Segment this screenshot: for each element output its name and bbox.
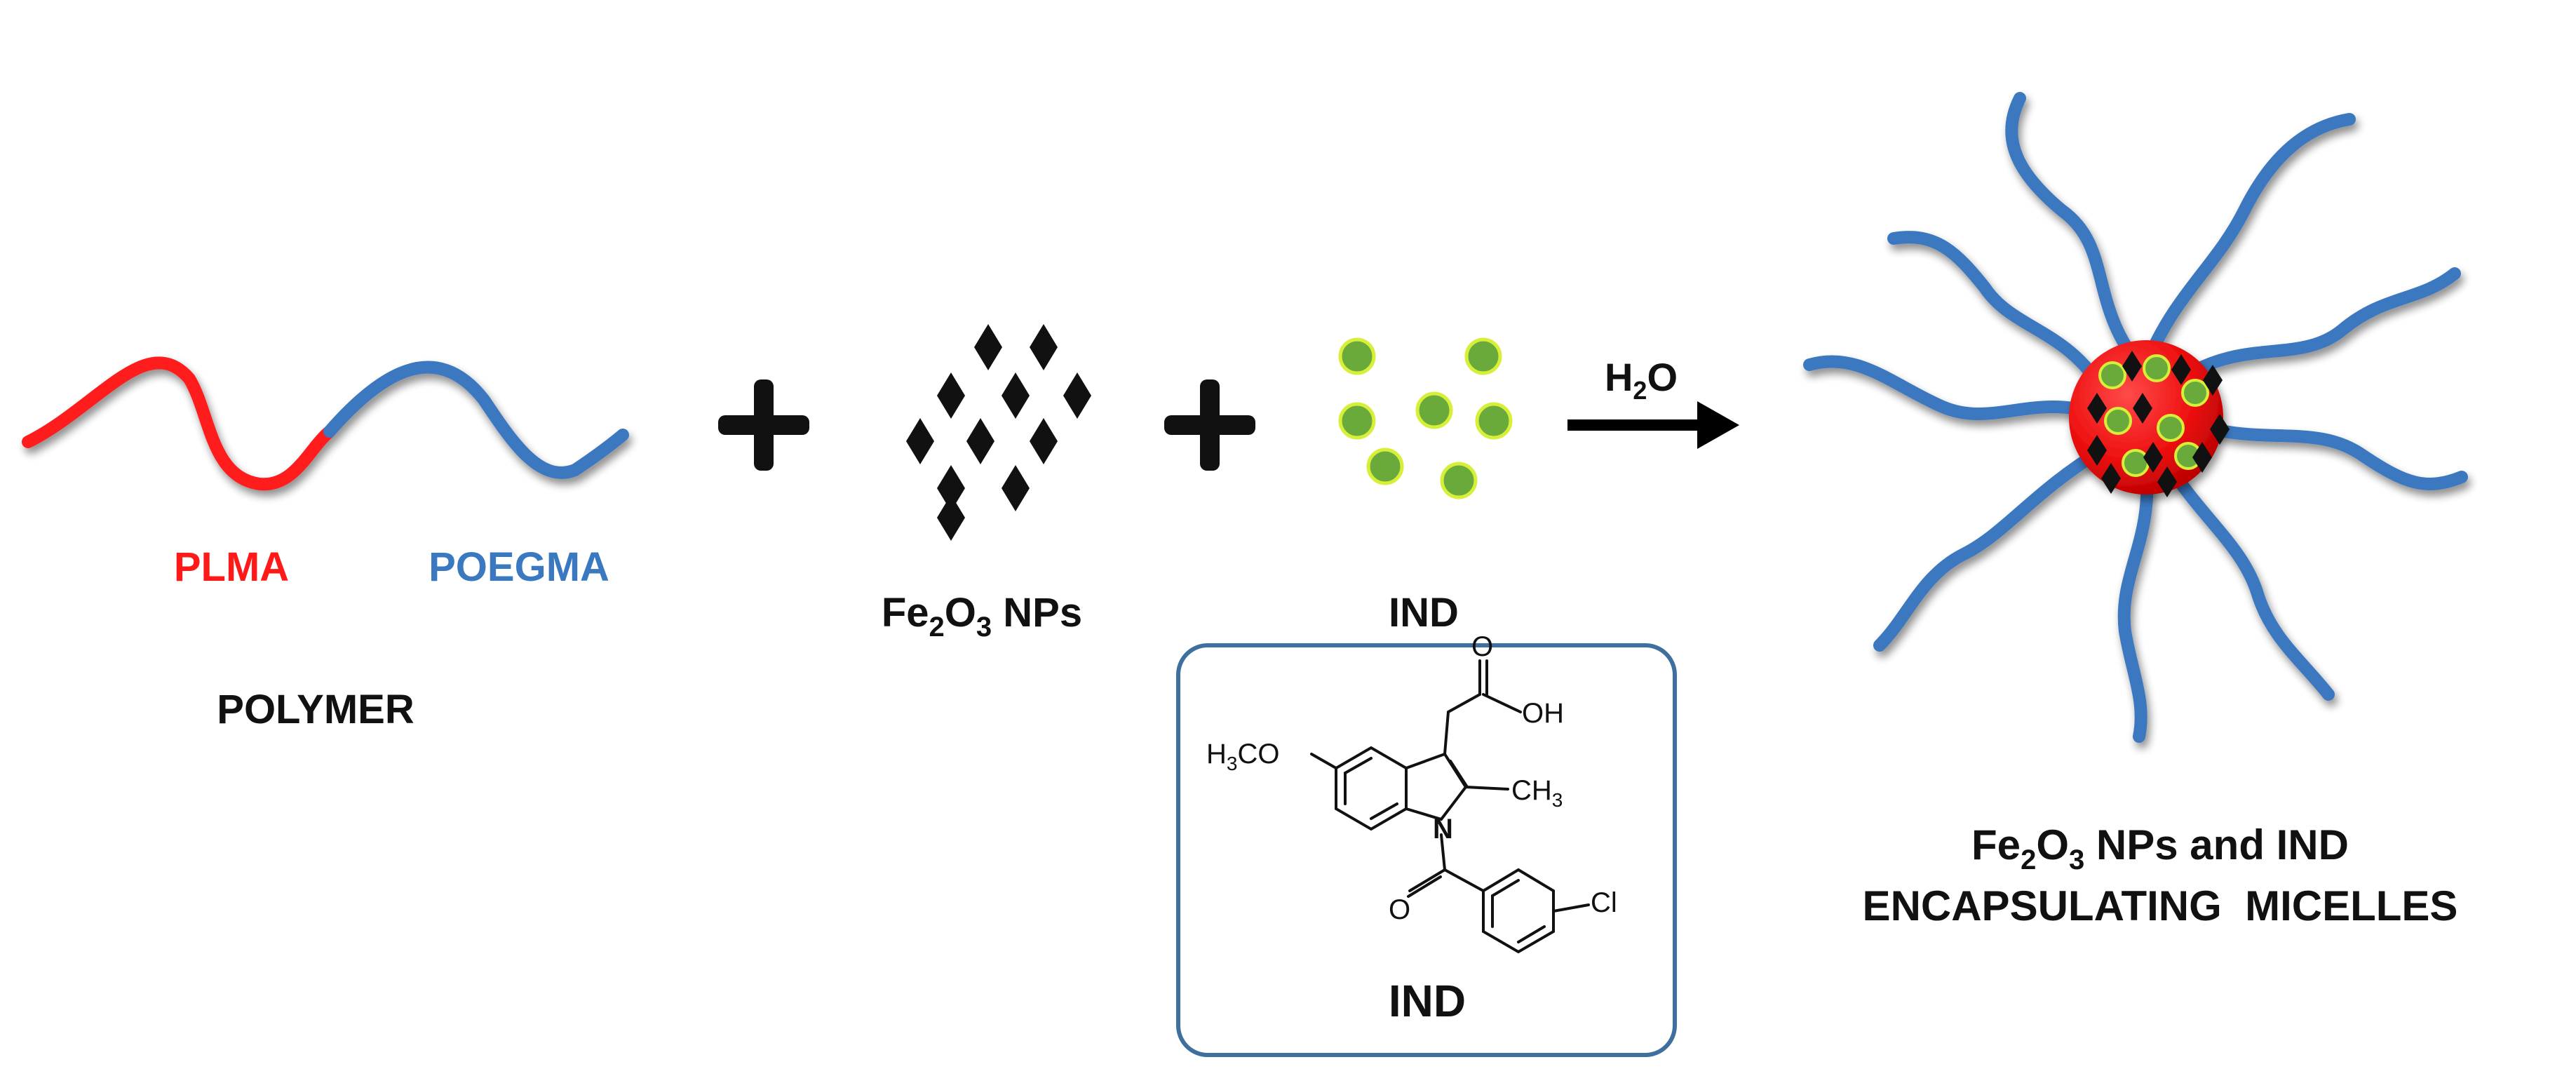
ind-structure	[1310, 659, 1590, 954]
nanoparticle-label: Fe2O3 NPs	[881, 590, 1083, 643]
polymer-chain	[22, 356, 629, 491]
plma-label: PLMA	[173, 544, 290, 590]
product-label-line2: ENCAPSULATING MICELLES	[1862, 882, 2458, 929]
structure-box	[1176, 643, 1677, 1057]
drug-particles	[1338, 337, 1513, 499]
poegma-label: POEGMA	[429, 544, 609, 590]
encapsulated-drug	[2098, 354, 2209, 477]
structure-title: IND	[1388, 976, 1466, 1026]
reaction-arrow	[1567, 401, 1739, 449]
encapsulated-nanoparticles	[2087, 351, 2230, 497]
micelle-corona	[1803, 92, 2468, 743]
poegma-segment	[323, 361, 629, 479]
svg-text:O: O	[1471, 631, 1493, 662]
svg-text:Cl: Cl	[1591, 887, 1617, 918]
product-label-line1: Fe2O3 NPs and IND	[1971, 821, 2349, 875]
nanoparticle-diamonds	[906, 324, 1091, 541]
svg-text:OH: OH	[1522, 698, 1564, 729]
svg-text:O: O	[1389, 894, 1410, 925]
drug-label: IND	[1389, 590, 1459, 636]
plus-icon	[1164, 379, 1255, 471]
svg-text:H3CO: H3CO	[1206, 739, 1279, 774]
polymer-title: POLYMER	[217, 687, 414, 732]
plus-icon	[718, 379, 809, 471]
reagent-label: H2O	[1604, 355, 1678, 405]
svg-text:N: N	[1433, 814, 1453, 845]
plma-segment	[22, 356, 336, 491]
